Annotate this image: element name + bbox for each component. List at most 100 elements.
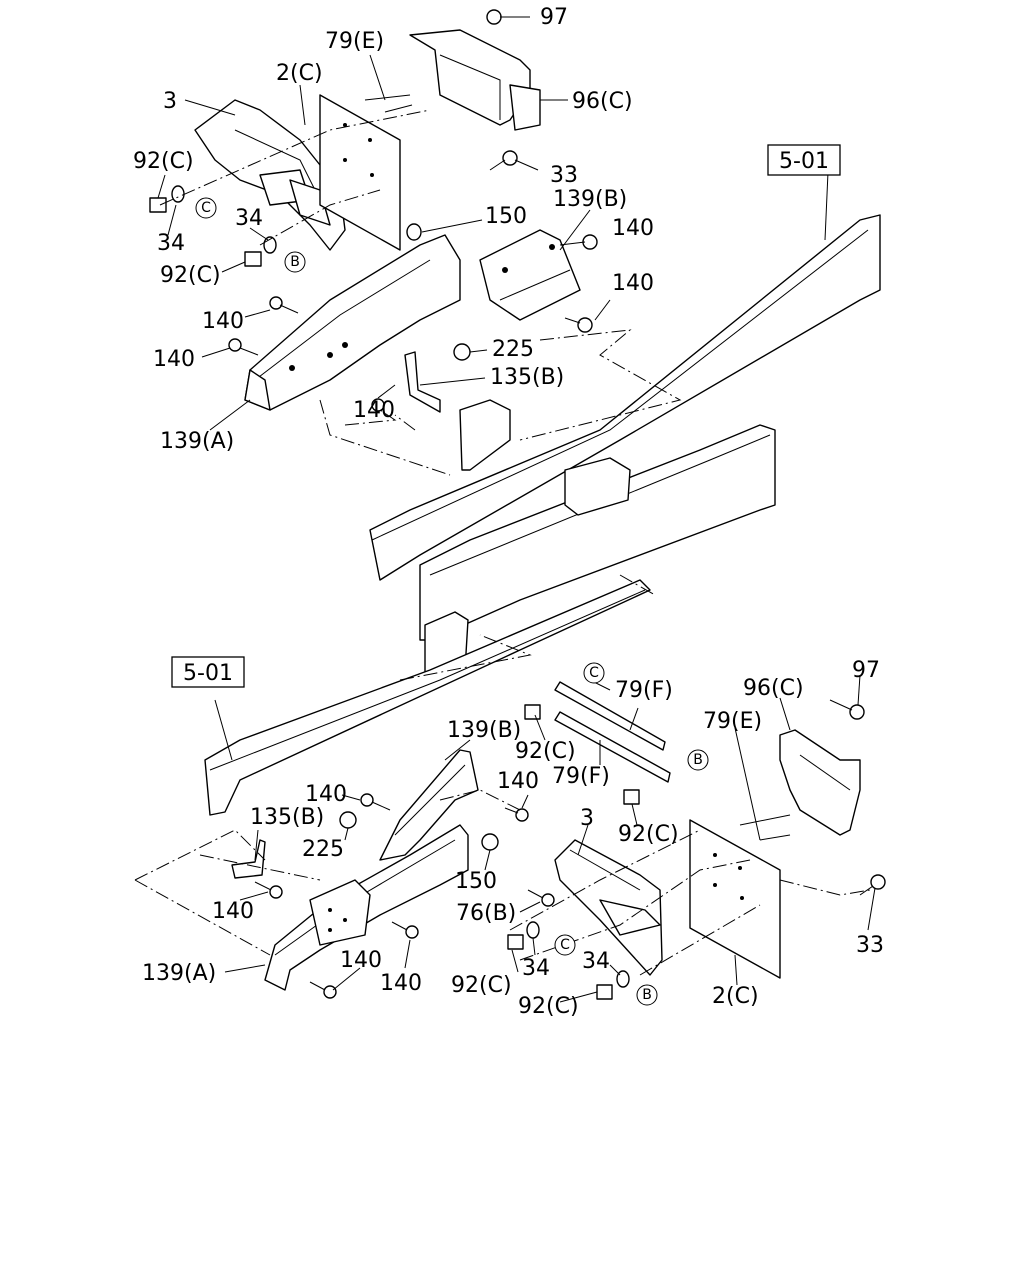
top-nut-92c-b: [244, 236, 277, 267]
bottom-nut-92c-c: [507, 921, 540, 950]
callout-bot-150: 150: [455, 869, 497, 894]
callout-top-79e: 79(E): [325, 29, 384, 54]
top-bracket-139b: [479, 229, 581, 321]
circled-letter-bot-c1: C: [583, 662, 605, 684]
circled-letter-top-c: C: [195, 197, 217, 219]
bottom-bracket-135b: [231, 839, 266, 879]
callout-top-140-d: 140: [153, 347, 195, 372]
bottom-bolt-76b: [527, 889, 555, 907]
bottom-nut-225: [339, 811, 357, 829]
callout-top-225: 225: [492, 337, 534, 362]
callout-bot-140-c: 140: [212, 899, 254, 924]
bottom-nut-92c-b: [623, 789, 640, 805]
svg-text:C: C: [589, 665, 599, 681]
callout-bot-92c-a: 92(C): [515, 739, 576, 764]
callout-bot-225: 225: [302, 837, 344, 862]
bottom-bracket-3: [554, 839, 663, 976]
bottom-nut-92c-d: [596, 970, 630, 1000]
ref-label-top: 5-01: [779, 149, 829, 174]
callout-top-92c-b: 92(C): [160, 263, 221, 288]
bottom-bolt-33: [859, 874, 886, 896]
top-nut-150: [406, 223, 422, 241]
bottom-bracket-139a: [264, 824, 469, 991]
bottom-bolt-79e-a: [739, 814, 791, 826]
callout-top-3: 3: [163, 89, 177, 114]
callout-bot-79f-a: 79(F): [615, 678, 673, 703]
callout-bot-2c: 2(C): [712, 984, 759, 1009]
bottom-plate-79f-a: [554, 681, 666, 751]
bottom-callouts: 97 96(C) 79(F) 79(E) 139(B) 92(C) 79(F) …: [142, 658, 884, 1019]
circled-letter-bot-b2: B: [636, 984, 658, 1006]
callout-bot-3: 3: [580, 806, 594, 831]
callout-bot-139a: 139(A): [142, 961, 216, 986]
callout-bot-92c-d: 92(C): [518, 994, 579, 1019]
callout-bot-140-d: 140: [340, 948, 382, 973]
ref-label-bottom: 5-01: [183, 661, 233, 686]
callout-top-140-a: 140: [612, 216, 654, 241]
top-bracket-139a: [244, 234, 461, 411]
bottom-bolt-97: [829, 699, 865, 720]
callout-bot-140-e: 140: [380, 971, 422, 996]
callout-bot-139b: 139(B): [447, 718, 521, 743]
callout-top-150: 150: [485, 204, 527, 229]
top-nut-92c-a: [149, 185, 185, 213]
top-bolt-140-b: [564, 317, 593, 333]
callout-top-135b: 135(B): [490, 365, 564, 390]
bottom-bolt-140-e: [391, 921, 419, 939]
bottom-assembly: [134, 574, 886, 1003]
callout-bot-79e: 79(E): [703, 709, 762, 734]
ref-box-bottom: 5-01: [171, 656, 245, 688]
callout-bot-135b: 135(B): [250, 805, 324, 830]
svg-text:C: C: [201, 200, 211, 216]
circled-letter-top-b: B: [284, 251, 306, 273]
callout-bot-92c-b: 92(C): [618, 822, 679, 847]
top-bolt-140-d: [228, 338, 259, 356]
bottom-plate-2c: [689, 819, 781, 979]
top-bolt-97: [486, 9, 525, 25]
callout-bot-97: 97: [852, 658, 880, 683]
bottom-nut-92c-a: [524, 704, 541, 720]
callout-top-140-e: 140: [353, 398, 395, 423]
callout-bot-33: 33: [856, 933, 884, 958]
callout-bot-79f-b-visible: 79(F): [552, 764, 610, 789]
callout-top-33: 33: [550, 163, 578, 188]
circled-letter-bot-c2: C: [554, 934, 576, 956]
top-callouts: 97 79(E) 2(C) 3 96(C) 92(C) 33 34 34 92(…: [133, 5, 654, 454]
callout-top-139a: 139(A): [160, 429, 234, 454]
bottom-bolt-140-c: [254, 881, 283, 899]
svg-text:B: B: [290, 254, 300, 270]
top-nut-225: [453, 343, 471, 361]
svg-text:B: B: [642, 987, 652, 1003]
callout-bot-140-a: 140: [305, 782, 347, 807]
circled-letter-bot-b1: B: [687, 749, 709, 771]
bottom-bolt-140-d: [309, 981, 337, 999]
top-bolt-79e-b: [384, 104, 413, 113]
callout-top-34-a: 34: [235, 206, 263, 231]
callout-bot-34-a: 34: [522, 956, 550, 981]
callout-bot-96c: 96(C): [743, 676, 804, 701]
callout-bot-76b: 76(B): [456, 901, 516, 926]
top-bolt-140-e: [371, 384, 396, 412]
callout-top-34-b: 34: [157, 231, 185, 256]
top-bolt-140-c: [269, 296, 299, 314]
top-plate-2c: [319, 94, 401, 251]
callout-top-97: 97: [540, 5, 568, 30]
bottom-bracket-96c: [779, 729, 861, 836]
callout-top-96c: 96(C): [572, 89, 633, 114]
top-bolt-33: [489, 150, 518, 171]
bottom-bolt-140-a: [360, 793, 391, 811]
bottom-plate-79f-b: [554, 711, 671, 783]
bottom-bracket-139b: [379, 749, 479, 861]
svg-text:B: B: [693, 752, 703, 768]
callout-bot-34-b: 34: [582, 949, 610, 974]
callout-bot-92c-c: 92(C): [451, 973, 512, 998]
top-bracket-96c: [409, 29, 541, 131]
top-bracket-135b: [404, 351, 441, 413]
ref-box-top: 5-01: [767, 144, 841, 176]
callout-top-139b: 139(B): [553, 187, 627, 212]
callout-top-140-c: 140: [202, 309, 244, 334]
bottom-bolt-140-b: [504, 807, 529, 822]
frame-rail-lower: [204, 574, 656, 816]
callout-top-140-b: 140: [612, 271, 654, 296]
